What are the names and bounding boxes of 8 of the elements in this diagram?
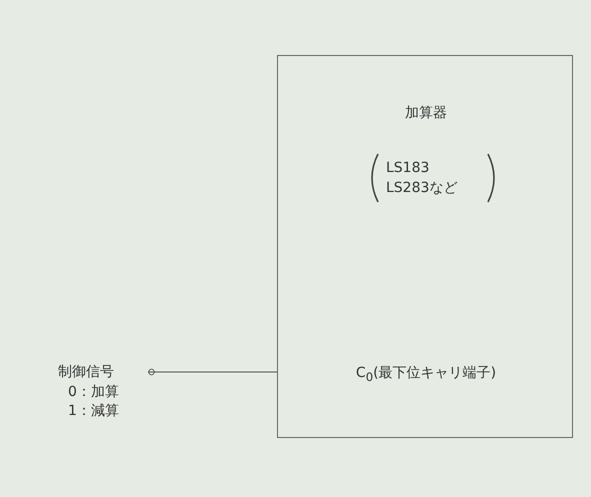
block-title: 加算器 (404, 104, 448, 122)
signal-line (148, 368, 278, 376)
signal-label: 制御信号 (58, 363, 114, 381)
terminal-label: C$_{0}$(最下位キャリ端子) (354, 364, 498, 386)
adder-block (277, 55, 573, 438)
mode-note: 1：減算 (68, 402, 119, 420)
part-number-note: LS183 LS283など (386, 159, 458, 198)
mode-note: 0：加算 (68, 383, 119, 401)
